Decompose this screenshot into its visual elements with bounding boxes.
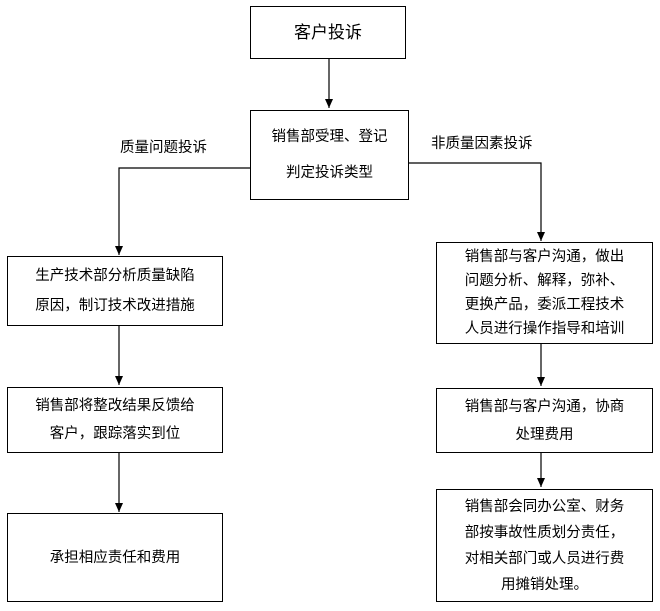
node-sales-receive: 销售部受理、登记 判定投诉类型 xyxy=(250,110,409,200)
node-customer-complaint: 客户投诉 xyxy=(250,6,406,59)
node-sales-office: 销售部会同办公室、财务 部按事故性质划分责任， 对相关部门或人员进行费 用摊销处… xyxy=(436,489,653,602)
node-production-analysis: 生产技术部分析质量缺陷 原因，制订技术改进措施 xyxy=(7,256,223,326)
node-sales-negotiate: 销售部与客户沟通，协商 处理费用 xyxy=(436,388,653,453)
node-sales-feedback: 销售部将整改结果反馈给 客户，跟踪落实到位 xyxy=(7,387,223,453)
arrow-quality-branch xyxy=(115,167,250,255)
node-sales-communicate: 销售部与客户沟通，做出 问题分析、解释，弥补、 更换产品，委派工程技术 人员进行… xyxy=(436,242,653,344)
label-quality-complaint: 质量问题投诉 xyxy=(120,140,207,156)
arrow-non-quality-branch xyxy=(409,162,545,241)
node-bear-cost: 承担相应责任和费用 xyxy=(7,513,223,602)
label-non-quality-complaint: 非质量因素投诉 xyxy=(431,136,533,152)
